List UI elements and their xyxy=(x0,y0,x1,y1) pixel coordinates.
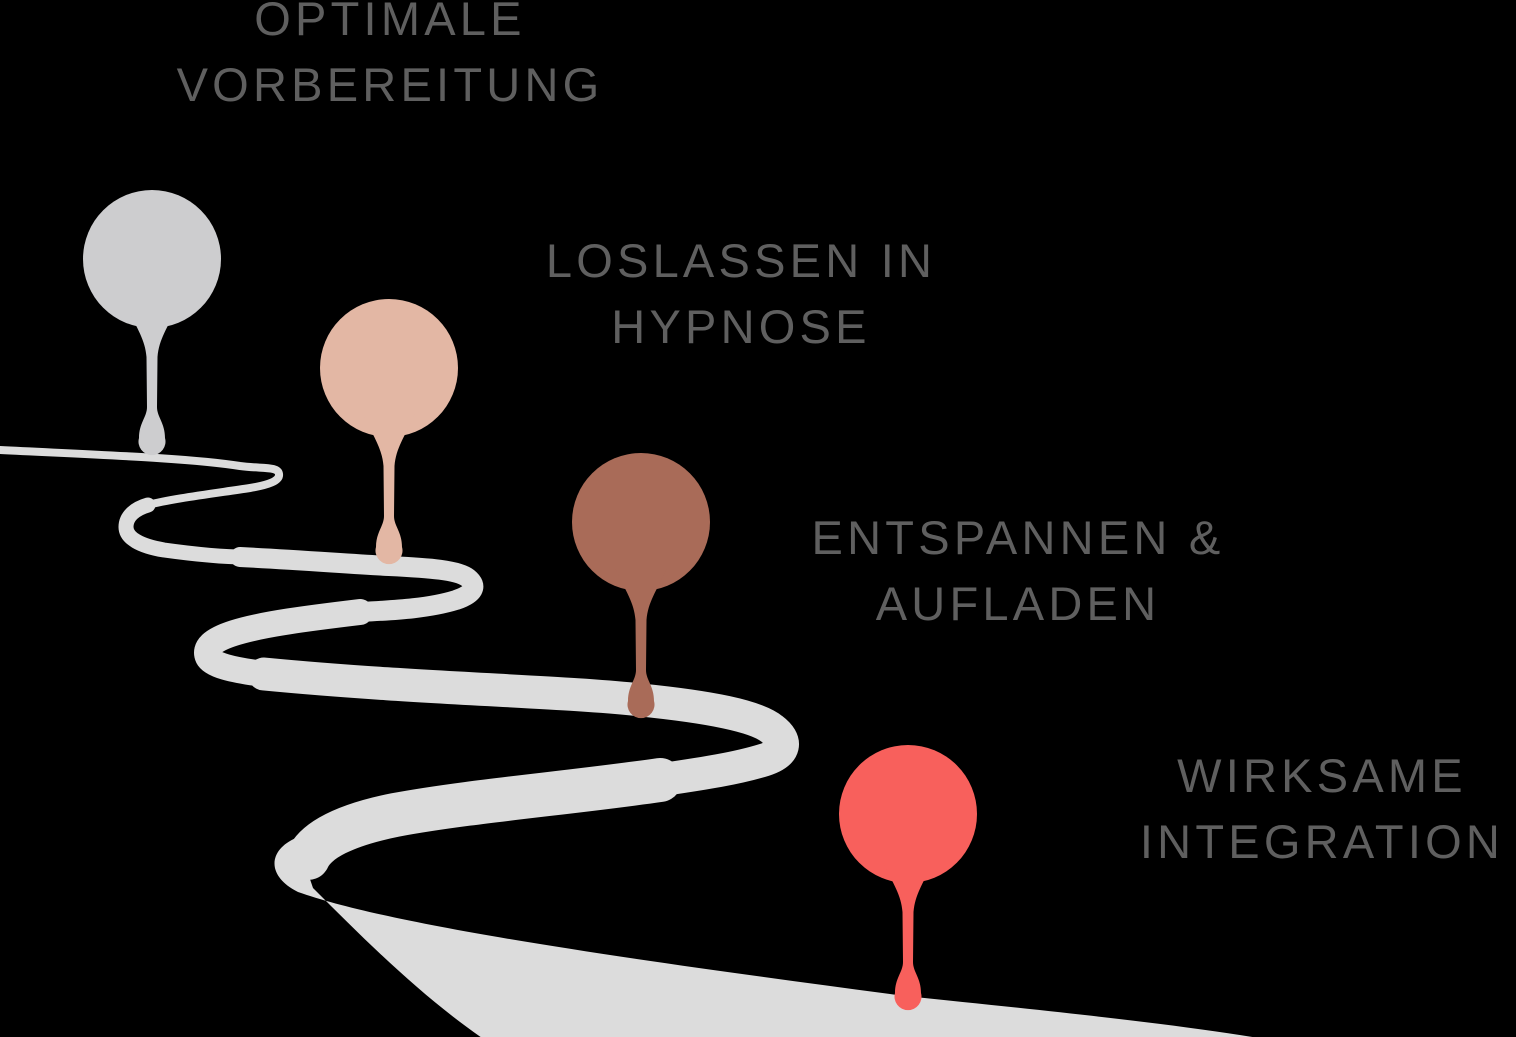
journey-path-segment-3 xyxy=(230,547,484,622)
step-label-4: WIRKSAME INTEGRATION xyxy=(1022,743,1516,875)
milestone-balloon-2 xyxy=(320,299,458,565)
step-label-1: OPTIMALE VORBEREITUNG xyxy=(90,0,690,118)
step-label-2-line-2: HYPNOSE xyxy=(611,300,871,353)
step-label-4-line-1: WIRKSAME xyxy=(1177,749,1467,802)
journey-path-segment-1 xyxy=(0,446,283,509)
milestone-balloon-4 xyxy=(839,745,977,1011)
journey-path-segment-4 xyxy=(194,599,373,687)
journey-path-segment-2 xyxy=(118,497,253,565)
step-label-1-line-2: VORBEREITUNG xyxy=(176,58,604,111)
step-label-3-line-1: ENTSPANNEN & xyxy=(811,511,1225,564)
step-label-3-line-2: AUFLADEN xyxy=(875,577,1161,630)
step-label-4-line-2: INTEGRATION xyxy=(1139,815,1505,868)
journey-path-segment-5 xyxy=(247,657,799,797)
step-label-2-line-1: LOSLASSEN IN xyxy=(545,234,937,287)
step-label-2: LOSLASSEN IN HYPNOSE xyxy=(441,228,1041,360)
journey-path-segment-6 xyxy=(286,758,682,880)
milestone-balloon-3 xyxy=(572,453,710,719)
journey-path-segment-7 xyxy=(274,838,1253,1037)
step-label-3: ENTSPANNEN & AUFLADEN xyxy=(718,505,1318,637)
step-label-1-line-1: OPTIMALE xyxy=(254,0,526,45)
milestone-balloon-1 xyxy=(83,190,221,456)
journey-path xyxy=(0,446,1253,1037)
